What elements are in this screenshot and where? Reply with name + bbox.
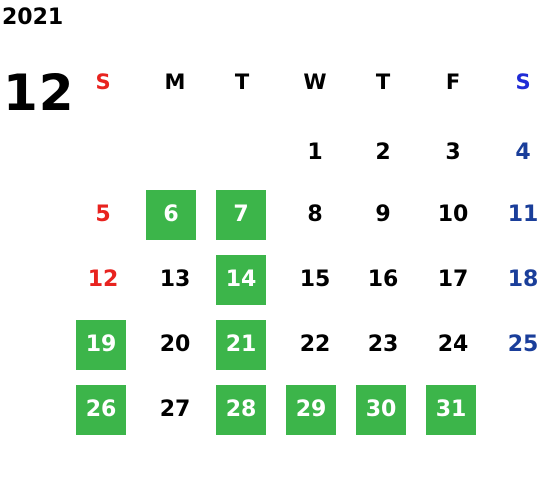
calendar-day-highlighted[interactable]: 29 bbox=[286, 385, 336, 435]
month-label: 12 bbox=[3, 64, 75, 122]
calendar-day[interactable]: 10 bbox=[437, 202, 469, 227]
calendar-day-highlighted[interactable]: 28 bbox=[216, 385, 266, 435]
calendar-day[interactable]: 17 bbox=[437, 267, 469, 292]
calendar-day-highlighted[interactable]: 19 bbox=[76, 320, 126, 370]
calendar-day[interactable]: 4 bbox=[515, 140, 531, 165]
calendar-day[interactable]: 25 bbox=[507, 332, 539, 357]
calendar-day-highlighted[interactable]: 21 bbox=[216, 320, 266, 370]
weekday-header-3: W bbox=[303, 70, 327, 94]
weekday-header-1: M bbox=[164, 70, 186, 94]
calendar-day[interactable]: 9 bbox=[375, 202, 391, 227]
calendar-day[interactable]: 20 bbox=[159, 332, 191, 357]
calendar-day[interactable]: 23 bbox=[367, 332, 399, 357]
weekday-header-6: S bbox=[515, 70, 531, 94]
weekday-header-4: T bbox=[375, 70, 391, 94]
calendar-day-highlighted[interactable]: 7 bbox=[216, 190, 266, 240]
calendar-day-highlighted[interactable]: 6 bbox=[146, 190, 196, 240]
weekday-header-0: S bbox=[95, 70, 111, 94]
calendar-day-highlighted[interactable]: 14 bbox=[216, 255, 266, 305]
calendar-day[interactable]: 8 bbox=[307, 202, 323, 227]
calendar-day[interactable]: 16 bbox=[367, 267, 399, 292]
calendar-day-highlighted[interactable]: 31 bbox=[426, 385, 476, 435]
calendar-day[interactable]: 3 bbox=[445, 140, 461, 165]
calendar-day[interactable]: 22 bbox=[299, 332, 331, 357]
calendar-day-highlighted[interactable]: 30 bbox=[356, 385, 406, 435]
calendar-day[interactable]: 2 bbox=[375, 140, 391, 165]
calendar-day[interactable]: 1 bbox=[307, 140, 323, 165]
weekday-header-5: F bbox=[445, 70, 461, 94]
calendar-day[interactable]: 5 bbox=[95, 202, 111, 227]
calendar-day[interactable]: 15 bbox=[299, 267, 331, 292]
calendar-day[interactable]: 18 bbox=[507, 267, 539, 292]
calendar-day[interactable]: 13 bbox=[159, 267, 191, 292]
calendar-day[interactable]: 12 bbox=[87, 267, 119, 292]
calendar-day[interactable]: 24 bbox=[437, 332, 469, 357]
calendar-day[interactable]: 11 bbox=[507, 202, 539, 227]
calendar-day-highlighted[interactable]: 26 bbox=[76, 385, 126, 435]
weekday-header-2: T bbox=[234, 70, 250, 94]
calendar-day[interactable]: 27 bbox=[159, 397, 191, 422]
year-label: 2021 bbox=[2, 5, 64, 30]
